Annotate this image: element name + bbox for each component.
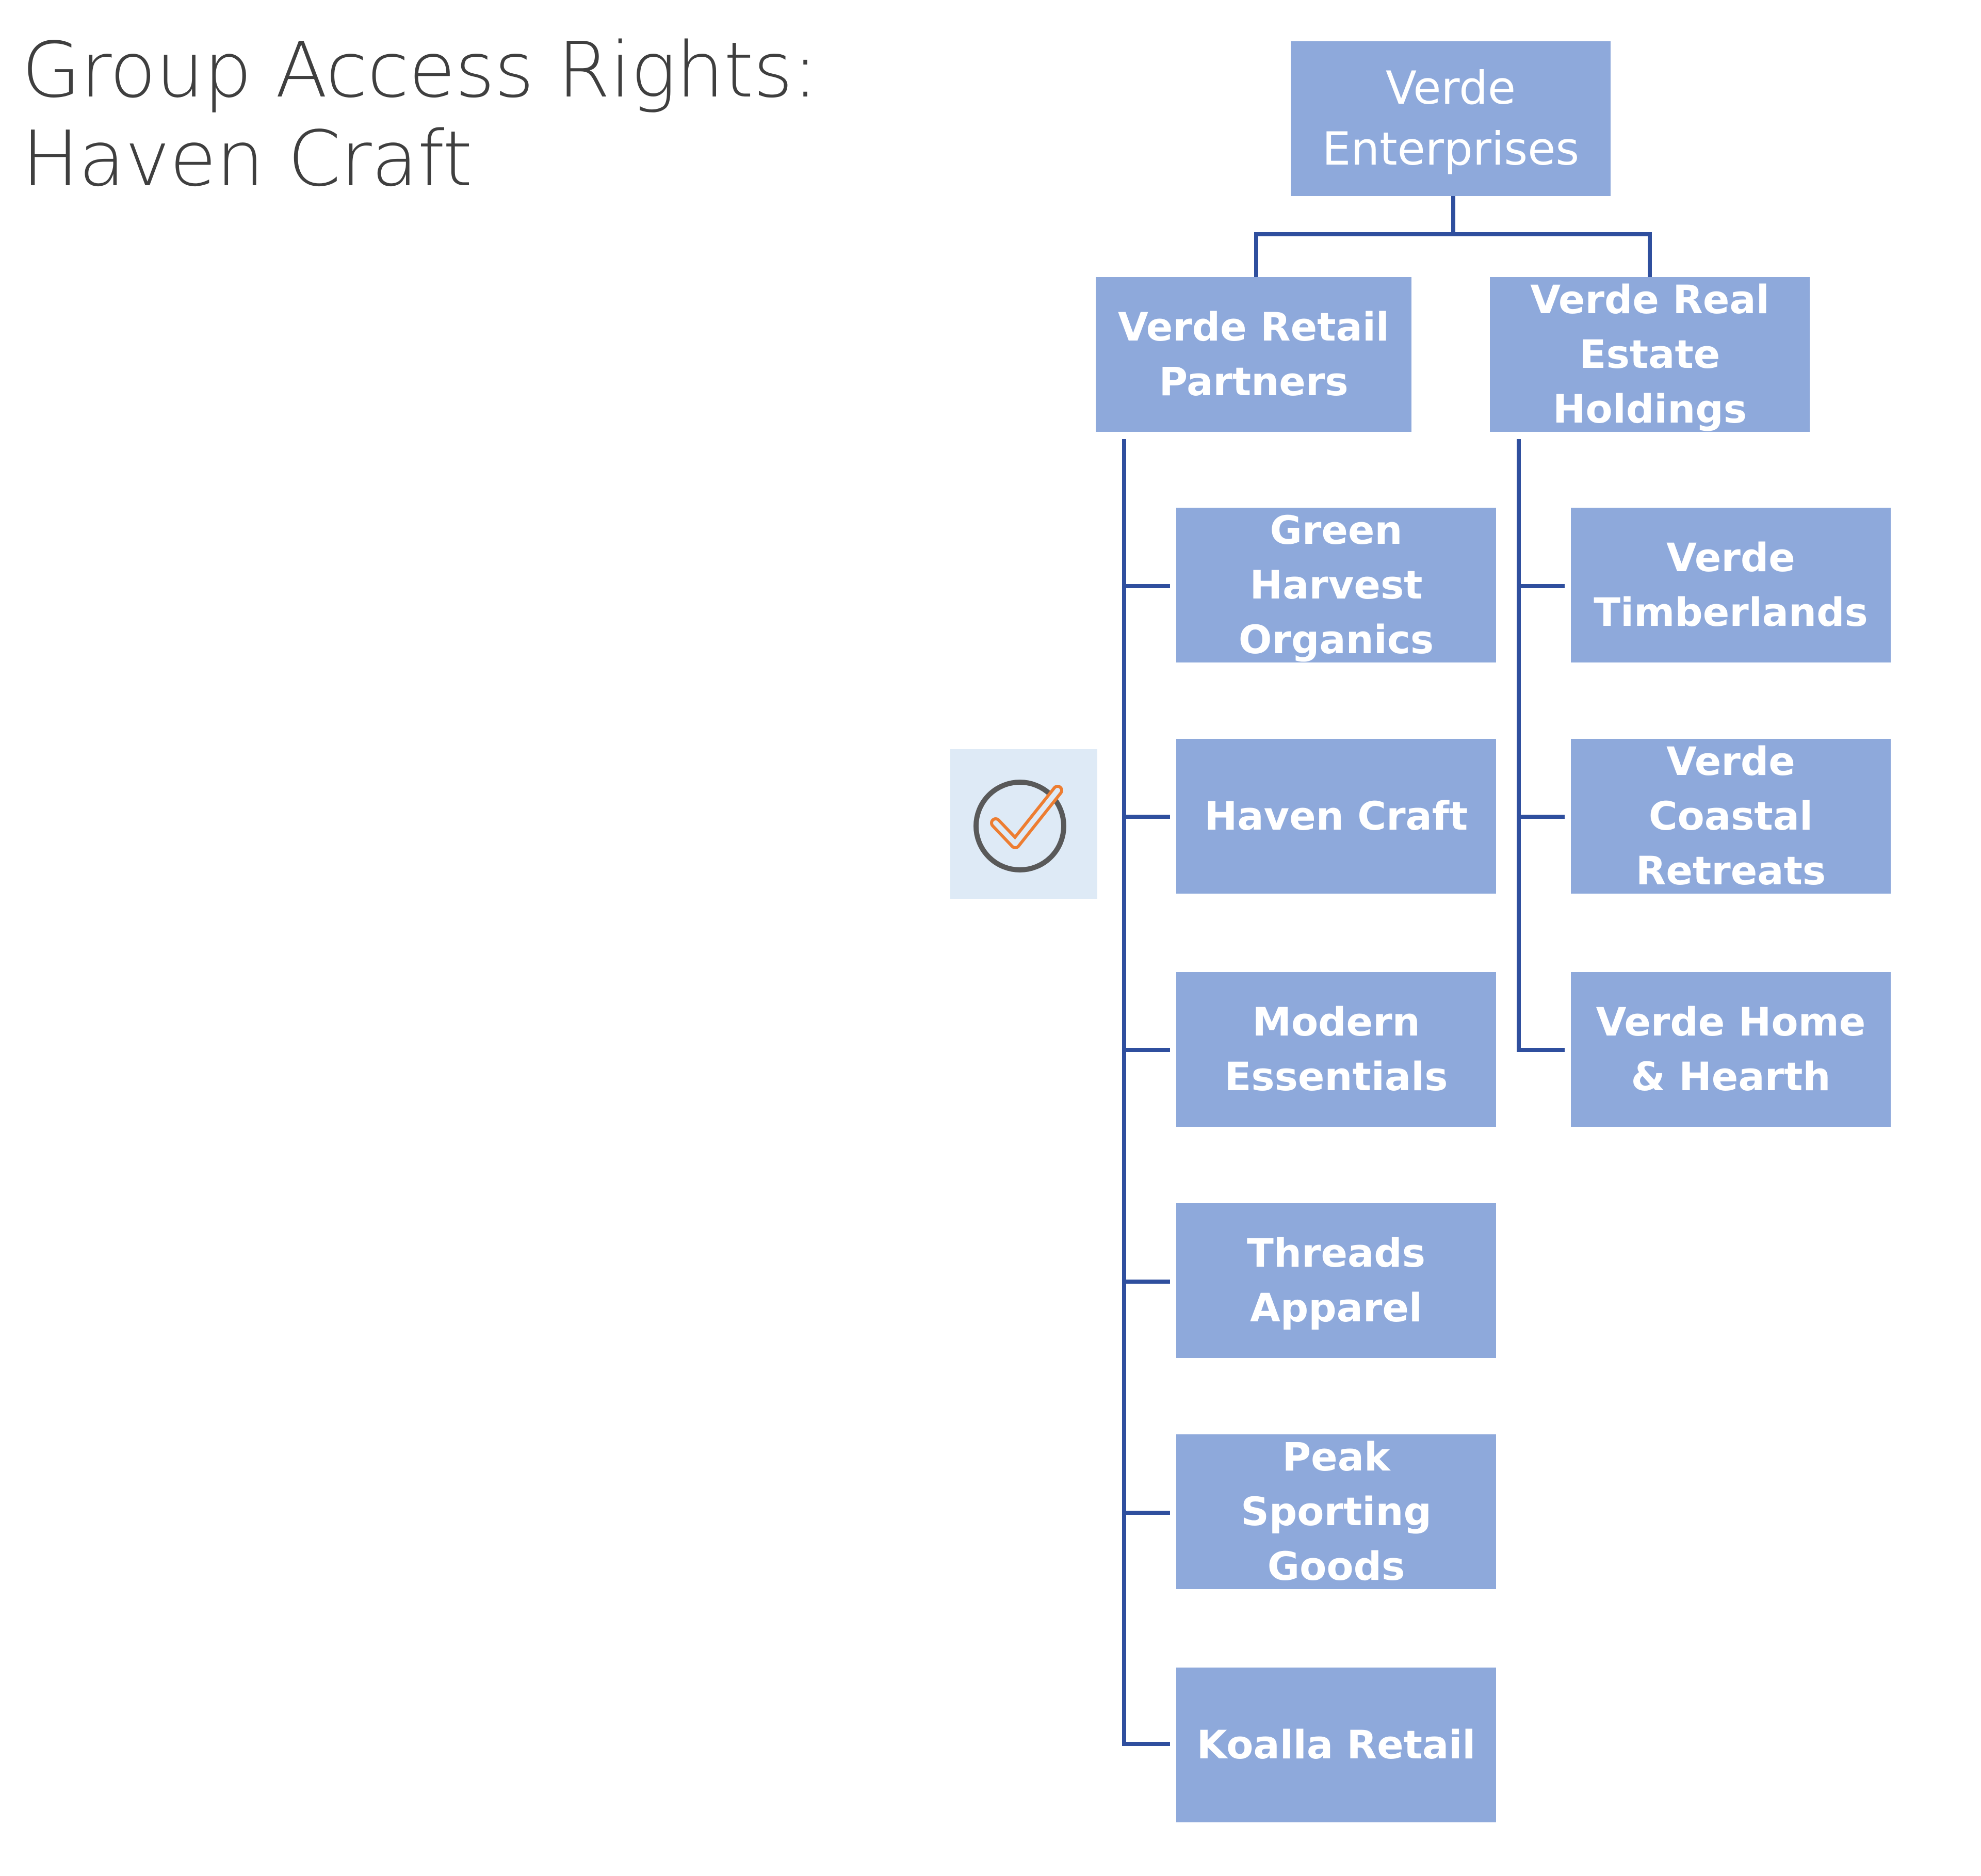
org-node-label: Haven Craft bbox=[1204, 793, 1468, 839]
org-node-group-real-estate-label: Verde Real Estate Holdings bbox=[1530, 277, 1769, 432]
org-node-root-label: Verde Enterprises bbox=[1322, 61, 1580, 175]
org-node-label: Koalla Retail bbox=[1196, 1722, 1476, 1768]
org-node-label: Peak Sporting Goods bbox=[1241, 1434, 1432, 1589]
access-granted-badge bbox=[950, 749, 1097, 899]
org-node-modern-essentials: Modern Essentials bbox=[1176, 972, 1496, 1127]
org-node-group-retail: Verde Retail Partners bbox=[1096, 277, 1411, 432]
org-node-verde-home-hearth: Verde Home & Hearth bbox=[1571, 972, 1891, 1127]
org-node-label: Modern Essentials bbox=[1224, 999, 1448, 1099]
org-node-threads-apparel: Threads Apparel bbox=[1176, 1203, 1496, 1358]
org-node-haven-craft: Haven Craft bbox=[1176, 739, 1496, 894]
org-node-koalla-retail: Koalla Retail bbox=[1176, 1668, 1496, 1822]
org-node-label: Verde Coastal Retreats bbox=[1635, 738, 1826, 894]
page-title: Group Access Rights: Haven Craft bbox=[22, 26, 818, 203]
org-node-green-harvest-organics: Green Harvest Organics bbox=[1176, 507, 1496, 662]
org-node-group-retail-label: Verde Retail Partners bbox=[1118, 304, 1389, 405]
title-line-1: Group Access Rights: bbox=[22, 26, 818, 115]
org-node-verde-coastal-retreats: Verde Coastal Retreats bbox=[1571, 738, 1891, 894]
org-node-root: Verde Enterprises bbox=[1291, 41, 1611, 196]
org-node-group-real-estate: Verde Real Estate Holdings bbox=[1490, 277, 1810, 432]
org-node-label: Green Harvest Organics bbox=[1238, 507, 1434, 662]
check-circle-icon bbox=[973, 780, 1066, 872]
org-node-peak-sporting-goods: Peak Sporting Goods bbox=[1176, 1434, 1496, 1589]
title-line-2: Haven Craft bbox=[22, 115, 473, 203]
org-node-label: Verde Timberlands bbox=[1594, 535, 1868, 635]
org-node-label: Threads Apparel bbox=[1247, 1230, 1425, 1331]
org-node-verde-timberlands: Verde Timberlands bbox=[1571, 508, 1891, 662]
org-node-label: Verde Home & Hearth bbox=[1596, 999, 1866, 1099]
